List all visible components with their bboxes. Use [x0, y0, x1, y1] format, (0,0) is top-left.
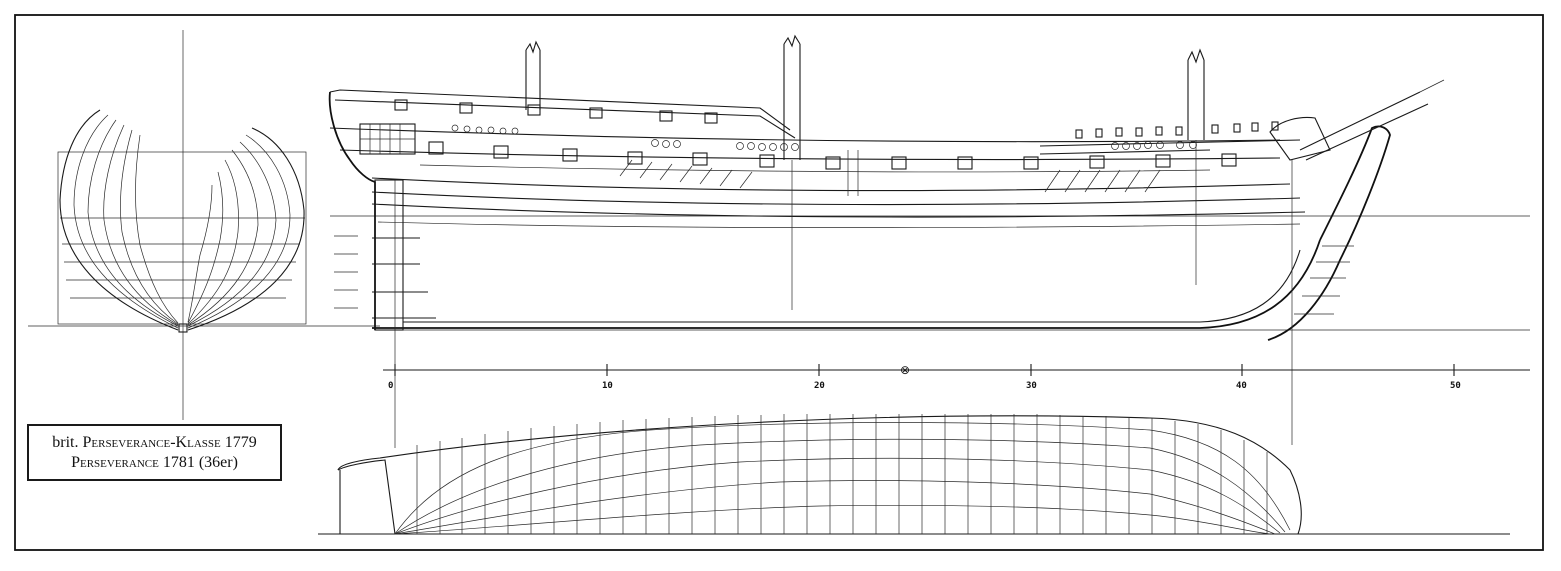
aft-section-outer — [59, 109, 179, 331]
fore-section-outer — [187, 127, 305, 331]
bowsprit — [1269, 79, 1445, 161]
quarterdeck-rail — [329, 89, 791, 131]
caption-ship-details: 1781 (36er) — [158, 454, 238, 471]
wale-upper — [371, 177, 1291, 192]
body-plan — [28, 30, 380, 420]
scale-tick-40: 40 — [1236, 381, 1247, 391]
caption-line-2: Perseverance 1781 (36er) — [29, 453, 280, 473]
caption-prefix: brit. — [52, 434, 83, 451]
hull-keel — [372, 239, 1321, 329]
caption-class-name: Perseverance-Klasse — [82, 434, 221, 451]
scale-tick-20: 20 — [814, 381, 825, 391]
scale-tick-10: 10 — [602, 381, 613, 391]
scale-tick-30: 30 — [1026, 381, 1037, 391]
title-cartouche: brit. Perseverance-Klasse 1779 Persevera… — [27, 424, 282, 481]
mizzen-mast — [525, 40, 541, 110]
forecastle-guns — [1075, 121, 1279, 139]
sheer-plan — [328, 34, 1530, 448]
rudder-pintles — [372, 237, 436, 319]
framing-hatches — [619, 159, 1161, 193]
caption-class-year: 1779 — [220, 434, 257, 451]
gunports — [394, 99, 1237, 170]
draft-marks-fore — [1294, 245, 1354, 315]
midship-symbol: ⊗ — [900, 363, 910, 377]
scale-tick-50: 50 — [1450, 381, 1461, 391]
station-lines — [394, 140, 1293, 448]
deck-fittings — [451, 124, 1197, 151]
main-mast — [783, 34, 801, 160]
caption-line-1: brit. Perseverance-Klasse 1779 — [29, 433, 280, 453]
stem — [1267, 125, 1391, 341]
rudder — [374, 179, 404, 331]
half-breadth-plan — [318, 414, 1510, 535]
draft-marks-aft — [334, 235, 358, 309]
gunwale — [329, 127, 1281, 143]
stern — [328, 91, 376, 330]
half-breadth-outline — [337, 415, 1302, 535]
caption-ship-name: Perseverance — [71, 454, 159, 471]
scale-bar: 0 10 20 30 40 50 ⊗ — [383, 363, 1530, 391]
sheet-border — [14, 14, 1544, 551]
half-breadth-stations — [416, 414, 1268, 534]
keel-section — [178, 323, 188, 333]
fore-mast — [1187, 48, 1205, 140]
body-plan-waterlines — [60, 217, 305, 299]
wale-lower — [371, 191, 1301, 206]
scale-tick-0: 0 — [388, 381, 393, 391]
